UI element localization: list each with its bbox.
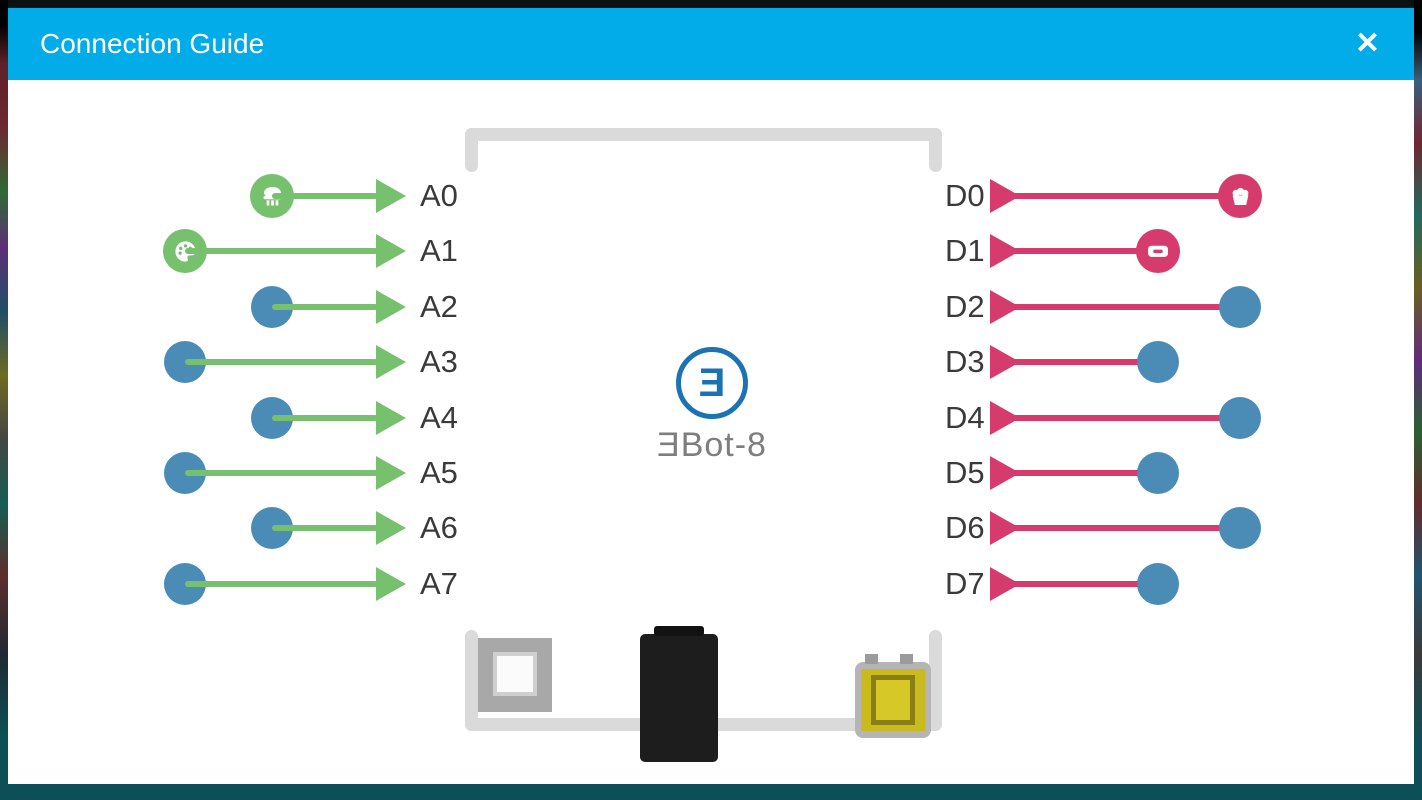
- a2-wire: [272, 304, 378, 310]
- a4-wire: [272, 415, 378, 421]
- a6-arrow-icon: [376, 511, 406, 545]
- pin-label-a3: A3: [420, 344, 458, 379]
- bottom-edge-strip: [0, 784, 1422, 800]
- pin-label-d0: D0: [945, 178, 985, 213]
- power-switch-button: [493, 652, 537, 696]
- a4-arrow-icon: [376, 401, 406, 435]
- board-name: ƎBot-8: [657, 426, 767, 464]
- bowl-icon: [1232, 187, 1248, 205]
- board-logo: Ǝ: [676, 347, 748, 419]
- barrel-jack: [640, 626, 718, 762]
- a3-wire: [185, 359, 378, 365]
- a2-arrow-icon: [376, 290, 406, 324]
- board-frame-bottom-left: [465, 630, 478, 731]
- d4-node-circle: [1219, 397, 1261, 439]
- pin-label-a5: A5: [420, 455, 458, 490]
- d3-node-circle: [1137, 341, 1179, 383]
- d0-connected-device: [1218, 174, 1262, 218]
- pin-label-a1: A1: [420, 233, 458, 268]
- led-module-icon: [1148, 245, 1168, 257]
- d3-wire: [1012, 359, 1158, 365]
- d6-node-circle: [1219, 507, 1261, 549]
- d7-node-circle: [1137, 563, 1179, 605]
- usb-port-opening: [871, 675, 915, 725]
- board-frame-top-left: [465, 128, 478, 172]
- dialog-title: Connection Guide: [40, 28, 265, 59]
- pin-label-a2: A2: [420, 289, 458, 324]
- d1-connected-device: [1136, 229, 1180, 273]
- d5-wire: [1012, 470, 1158, 476]
- close-button[interactable]: ✕: [1347, 25, 1388, 63]
- board-frame-top-right: [929, 128, 942, 172]
- pin-label-a4: A4: [420, 400, 458, 435]
- a0-arrow-icon: [376, 179, 406, 213]
- a7-wire: [185, 581, 378, 587]
- board-frame-bottom-right: [929, 630, 942, 731]
- dialog-header: Connection Guide ✕: [8, 8, 1414, 80]
- board-logo-letter: Ǝ: [698, 360, 726, 405]
- a1-arrow-icon: [376, 234, 406, 268]
- pin-label-d7: D7: [945, 566, 985, 601]
- pin-label-d5: D5: [945, 455, 985, 490]
- d5-node-circle: [1137, 452, 1179, 494]
- usb-port: [855, 654, 931, 738]
- d0-wire: [1012, 193, 1240, 199]
- d6-wire: [1012, 525, 1240, 531]
- d4-wire: [1012, 415, 1240, 421]
- pin-label-a0: A0: [420, 178, 458, 213]
- board-frame-top: [465, 128, 942, 141]
- pin-label-a6: A6: [420, 510, 458, 545]
- a7-arrow-icon: [376, 567, 406, 601]
- a5-arrow-icon: [376, 456, 406, 490]
- close-icon: ✕: [1354, 27, 1380, 60]
- connection-guide-dialog: Connection Guide ✕: [8, 8, 1414, 784]
- barrel-jack-cap: [654, 626, 704, 636]
- usb-port-tab-left: [865, 654, 878, 664]
- pin-label-d6: D6: [945, 510, 985, 545]
- pin-label-a7: A7: [420, 566, 458, 601]
- pin-label-d4: D4: [945, 400, 985, 435]
- a5-wire: [185, 470, 378, 476]
- pin-label-d2: D2: [945, 289, 985, 324]
- d2-wire: [1012, 304, 1240, 310]
- a6-wire: [272, 525, 378, 531]
- pin-label-d3: D3: [945, 344, 985, 379]
- a1-wire: [185, 248, 378, 254]
- d1-wire: [1012, 248, 1158, 254]
- d2-node-circle: [1219, 286, 1261, 328]
- dialog-body: Ǝ ƎBot-8 A0 A1: [8, 80, 1414, 784]
- a0-wire: [272, 193, 378, 199]
- power-switch: [478, 638, 552, 712]
- usb-port-tab-right: [900, 654, 913, 664]
- pin-label-d1: D1: [945, 233, 985, 268]
- left-edge-strip: [0, 0, 8, 800]
- a3-arrow-icon: [376, 345, 406, 379]
- right-edge-strip: [1414, 0, 1422, 800]
- d7-wire: [1012, 581, 1158, 587]
